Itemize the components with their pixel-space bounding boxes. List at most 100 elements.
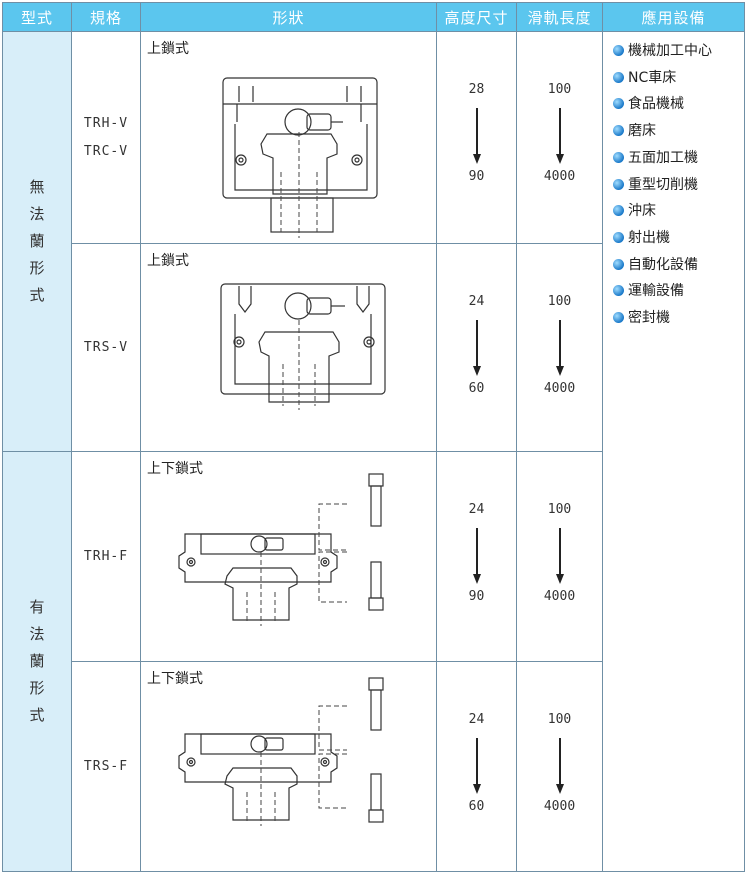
arrow-down-icon	[472, 528, 481, 584]
application-label: 食品機械	[628, 96, 684, 113]
height-range-cell: 24 90	[436, 451, 517, 662]
height-range-cell: 28 90	[436, 31, 517, 244]
table-row: 無法蘭形式 TRH-V TRC-V 上鎖式	[2, 31, 745, 872]
type-label-char: 有	[29, 598, 45, 616]
bullet-icon	[613, 151, 624, 163]
arrow-down-icon	[555, 528, 564, 584]
table-row: TRS-V 上鎖式	[3, 243, 745, 452]
shape-cell: 上鎖式	[140, 243, 437, 452]
arrow-down-icon	[555, 320, 564, 376]
length-from: 100	[547, 294, 572, 309]
length-from: 100	[547, 82, 572, 97]
type-cell-flangeless: 無法蘭形式	[2, 31, 72, 452]
header-rail-length: 滑軌長度	[516, 2, 603, 32]
header-applications: 應用設備	[602, 2, 745, 32]
application-item: 密封機	[613, 305, 744, 332]
spec-cell: TRS-F	[71, 661, 141, 872]
type-label-char: 式	[29, 706, 45, 724]
lock-type-label: 上鎖式	[147, 253, 189, 269]
arrow-down-icon	[555, 738, 564, 794]
type-label-char: 式	[29, 286, 45, 304]
spec-cell: TRS-V	[71, 243, 141, 452]
type-label-char: 形	[29, 679, 45, 697]
length-from: 100	[547, 502, 572, 517]
application-item: 射出機	[613, 225, 744, 252]
type-label: 有法蘭形式	[3, 594, 71, 729]
type-label-char: 蘭	[29, 232, 45, 250]
application-item: 自動化設備	[613, 252, 744, 279]
bullet-icon	[613, 125, 624, 137]
bullet-icon	[613, 258, 624, 270]
lock-type-label: 上下鎖式	[147, 461, 203, 477]
height-to: 60	[468, 799, 485, 814]
header-shape: 形狀	[140, 2, 437, 32]
length-range-cell: 100 4000	[516, 661, 603, 872]
length-to: 4000	[543, 169, 576, 184]
arrow-down-icon	[472, 320, 481, 376]
shape-cell: 上下鎖式	[140, 661, 437, 872]
bullet-icon	[613, 231, 624, 243]
application-item: 沖床	[613, 198, 744, 225]
length-range-cell: 100 4000	[516, 243, 603, 452]
length-range-cell: 100 4000	[516, 31, 603, 244]
height-to: 90	[468, 589, 485, 604]
applications-list: 機械加工中心 NC車床食品機械磨床五面加工機重型切削機沖床射出機自動化設備運輸設備…	[603, 38, 744, 332]
bullet-icon	[613, 178, 624, 190]
application-item: 食品機械	[613, 91, 744, 118]
length-to: 4000	[543, 589, 576, 604]
application-label: 機械加工中心	[628, 43, 712, 59]
application-label: 沖床	[628, 203, 656, 220]
type-label-char: 無	[29, 178, 45, 196]
application-label: 重型切削機	[628, 176, 698, 193]
type-label-char: 蘭	[29, 652, 45, 670]
bullet-icon	[613, 45, 624, 56]
arrow-down-icon	[555, 108, 564, 164]
application-label: 密封機	[628, 310, 670, 327]
table-row: 有法蘭形式 TRH-F 上下鎖式	[2, 451, 745, 872]
length-to: 4000	[543, 381, 576, 396]
application-label: 五面加工機	[628, 149, 698, 166]
type-cell-flanged: 有法蘭形式	[2, 451, 72, 872]
bullet-icon	[613, 71, 624, 83]
height-to: 60	[468, 381, 485, 396]
applications-cell: 機械加工中心 NC車床食品機械磨床五面加工機重型切削機沖床射出機自動化設備運輸設備…	[602, 31, 745, 872]
bullet-icon	[613, 285, 624, 297]
guide-block-v-drawing	[222, 77, 378, 238]
header-type: 型式	[2, 2, 72, 32]
spec-code: TRH-V	[83, 115, 129, 131]
application-label: NC車床	[628, 69, 677, 86]
shape-cell: 上下鎖式	[140, 451, 437, 662]
application-item: NC車床	[613, 65, 744, 92]
height-from: 28	[468, 82, 485, 97]
application-label: 磨床	[628, 123, 656, 140]
bullet-icon	[613, 205, 624, 217]
type-label-char: 法	[29, 625, 45, 643]
arrow-down-icon	[472, 738, 481, 794]
application-label: 射出機	[628, 229, 670, 246]
length-range-cell: 100 4000	[516, 451, 603, 662]
application-item: 磨床	[613, 118, 744, 145]
height-from: 24	[468, 712, 485, 727]
application-label: 自動化設備	[628, 256, 698, 273]
arrow-down-icon	[472, 108, 481, 164]
type-label-char: 形	[29, 259, 45, 277]
length-to: 4000	[543, 799, 576, 814]
length-from: 100	[547, 712, 572, 727]
lock-type-label: 上鎖式	[147, 41, 189, 57]
bullet-icon	[613, 312, 624, 324]
application-item: 五面加工機	[613, 145, 744, 172]
header-height: 高度尺寸	[436, 2, 517, 32]
spec-code: TRH-F	[83, 548, 129, 564]
lock-type-label: 上下鎖式	[147, 671, 203, 687]
height-from: 24	[468, 294, 485, 309]
guide-block-f-drawing	[178, 473, 384, 626]
spec-code: TRS-F	[83, 758, 129, 774]
spec-code: TRC-V	[83, 143, 129, 159]
height-range-cell: 24 60	[436, 661, 517, 872]
application-label: 運輸設備	[628, 283, 684, 300]
spec-cell: TRH-F	[71, 451, 141, 662]
table-row: TRS-F 上下鎖式	[3, 661, 745, 872]
height-range-cell: 24 60	[436, 243, 517, 452]
height-to: 90	[468, 169, 485, 184]
